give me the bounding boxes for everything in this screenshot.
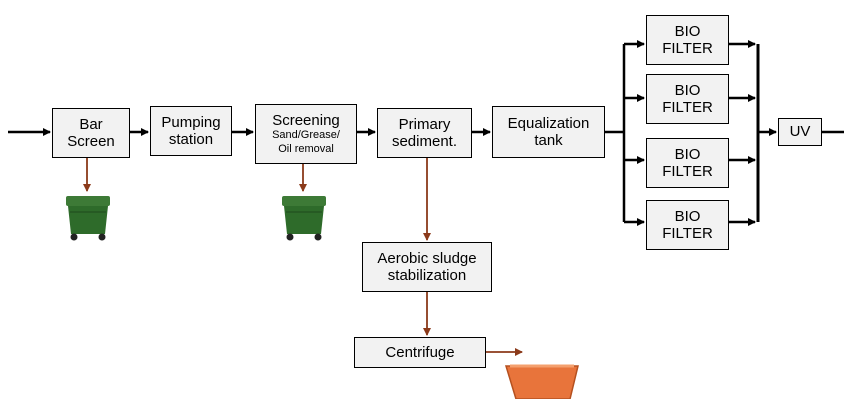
aerobic-sludge-label-2: stabilization <box>387 267 467 284</box>
bio-filter-label-1: BIO <box>674 207 701 225</box>
bar-screen-label-1: Bar <box>79 115 103 133</box>
bio-filter-label-2: FILTER <box>662 163 713 180</box>
bar-screen-box: Bar Screen <box>52 108 130 158</box>
waste-bin-icon <box>66 196 110 241</box>
uv-label: UV <box>789 123 811 141</box>
waste-bin-icon <box>282 196 326 241</box>
screening-label-3: Oil removal <box>278 142 334 155</box>
pumping-station-label-1: Pumping <box>161 113 221 131</box>
primary-sediment-label-1: Primary <box>398 115 451 133</box>
centrifuge-box: Centrifuge <box>354 337 486 368</box>
equalization-tank-box: Equalization tank <box>492 106 605 158</box>
centrifuge-label: Centrifuge <box>385 343 455 361</box>
pumping-station-label-2: station <box>168 131 214 148</box>
equalization-tank-label-1: Equalization <box>507 114 590 132</box>
bio-filter-label-1: BIO <box>674 22 701 40</box>
pumping-station-box: Pumping station <box>150 106 232 156</box>
bio-filter-label-1: BIO <box>674 81 701 99</box>
primary-sediment-label-2: sediment. <box>391 133 458 150</box>
bio-filter-box-3: BIO FILTER <box>646 138 729 188</box>
bio-filter-label-2: FILTER <box>662 40 713 57</box>
skip-container-icon <box>504 364 579 399</box>
bio-filter-label-1: BIO <box>674 145 701 163</box>
screening-label-1: Screening <box>272 111 340 129</box>
primary-sediment-box: Primary sediment. <box>377 108 472 158</box>
bio-filter-label-2: FILTER <box>662 99 713 116</box>
screening-box: Screening Sand/Grease/ Oil removal <box>255 104 357 164</box>
aerobic-sludge-label-1: Aerobic sludge <box>377 249 477 267</box>
bio-filter-box-4: BIO FILTER <box>646 200 729 250</box>
bio-filter-label-2: FILTER <box>662 225 713 242</box>
bio-filter-box-1: BIO FILTER <box>646 15 729 65</box>
aerobic-sludge-box: Aerobic sludge stabilization <box>362 242 492 292</box>
equalization-tank-label-2: tank <box>534 132 563 149</box>
bio-filter-box-2: BIO FILTER <box>646 74 729 124</box>
uv-box: UV <box>778 118 822 146</box>
bar-screen-label-2: Screen <box>67 133 115 150</box>
screening-label-2: Sand/Grease/ <box>272 128 340 141</box>
